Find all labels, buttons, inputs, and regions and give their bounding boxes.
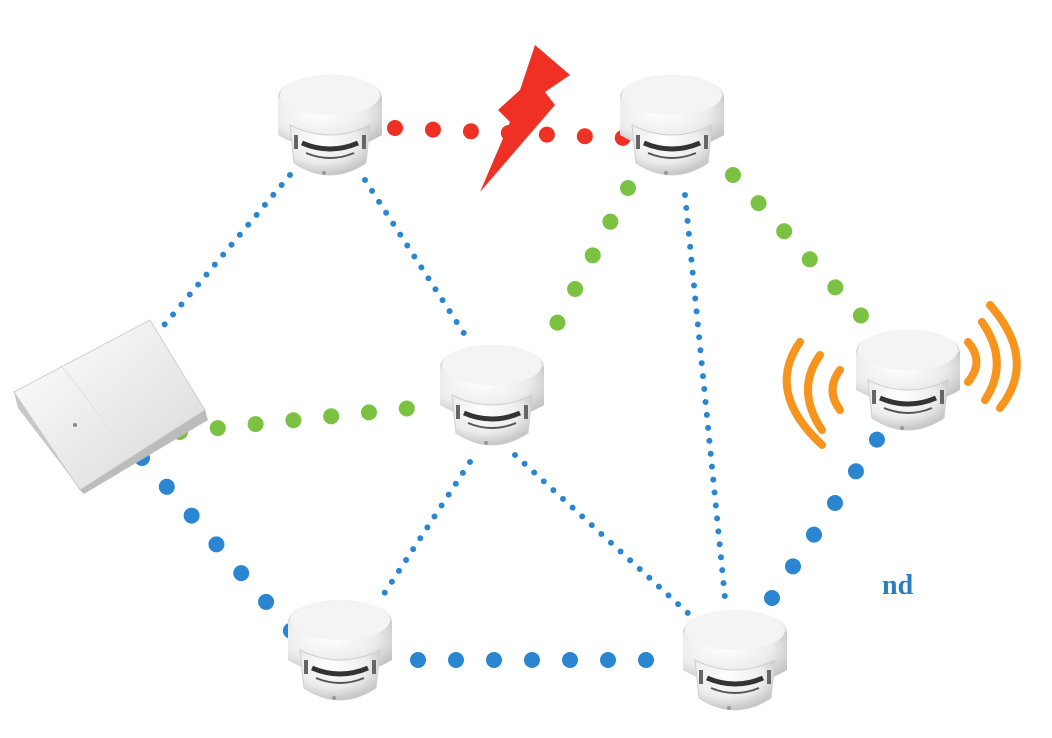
smoke-detector-bottom-left [288,600,392,700]
link-b-c [532,180,636,364]
smoke-detector-top-left [278,75,382,175]
link-hub-e [134,450,300,640]
link-c-f [512,452,693,618]
link-hub-c [172,397,448,440]
smoke-detector-center [440,345,544,445]
alarm-signal-waves-icon [782,301,1021,449]
link-c-e [377,459,473,603]
link-a-c [362,177,468,338]
lightning-bolt-icon [480,45,570,192]
link-b-d [725,167,873,328]
links [134,120,890,668]
diagram-label: nd [882,570,914,601]
smoke-detector-bottom-right [683,610,787,710]
link-a-hub [157,172,293,333]
link-f-d [764,424,890,606]
smoke-detector-top-right [620,75,724,175]
hub-base-station [13,319,208,494]
link-b-f [682,192,728,601]
smoke-detector-alarming [856,330,960,430]
